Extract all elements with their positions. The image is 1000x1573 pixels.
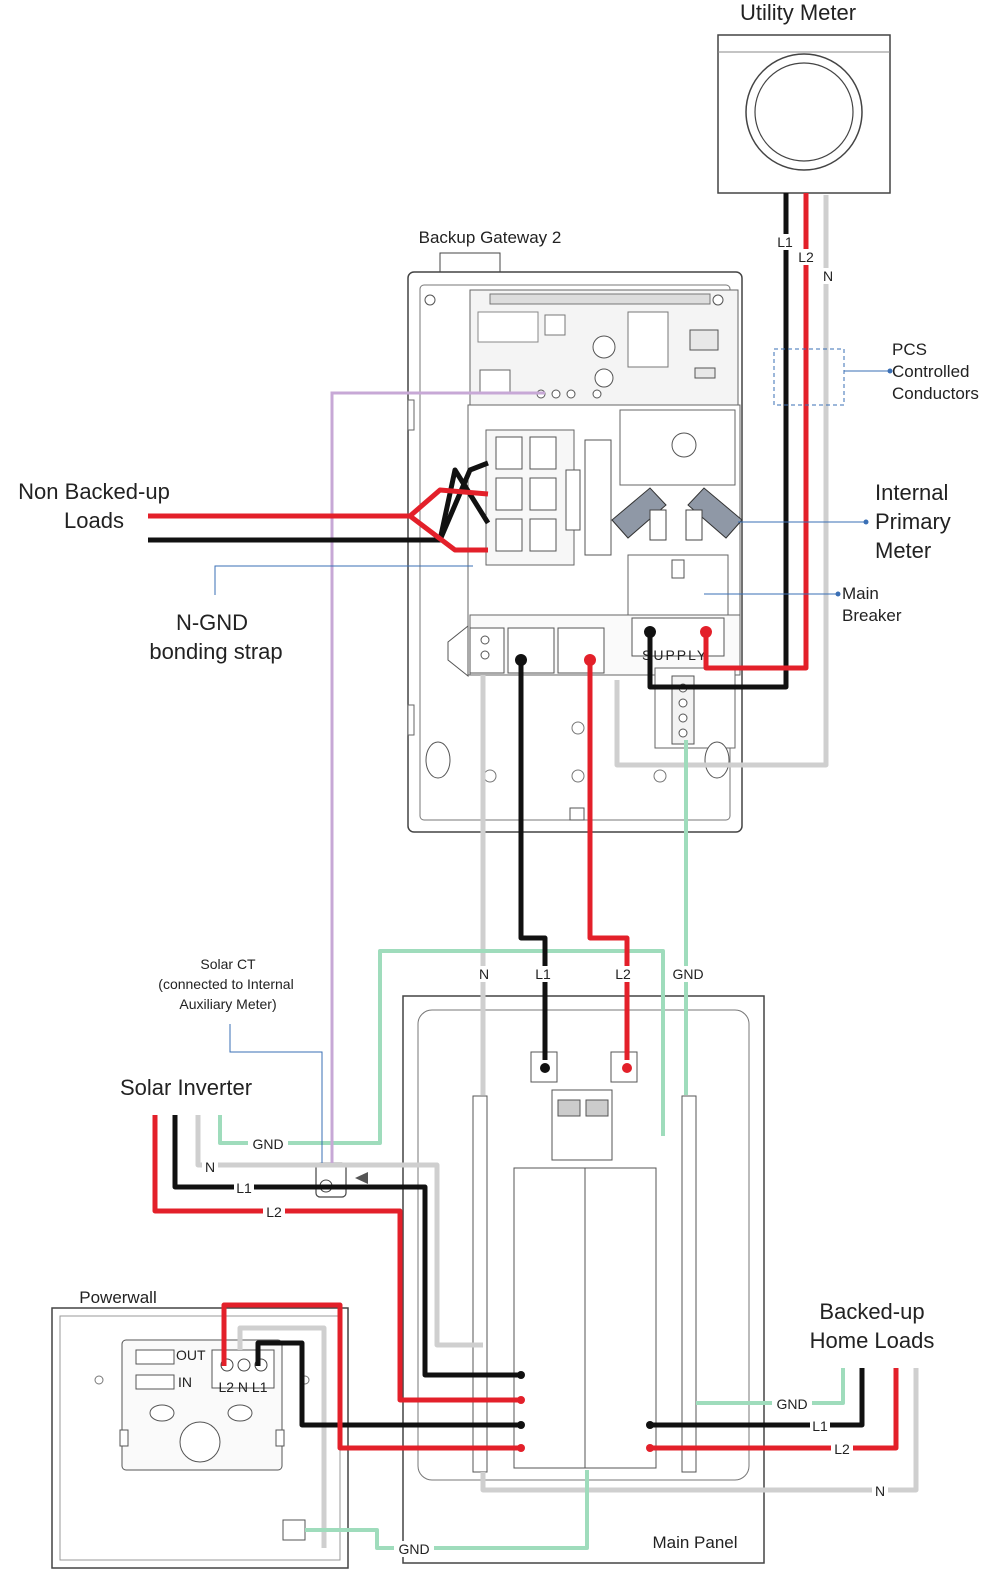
wire-label-gnd-solar: GND (252, 1136, 283, 1152)
main-panel-enclosure (402, 995, 765, 1564)
callout-lines (214, 348, 890, 1163)
main-breaker-label-line1: Main (842, 584, 879, 603)
non-backed-up-loads-label-line1: Non Backed-up (18, 479, 170, 504)
ngnd-bonding-strap-label-line1: N-GND (176, 610, 248, 635)
pcs-label-line1: PCS (892, 340, 927, 359)
wire-label-n-solar: N (205, 1159, 215, 1175)
solar-inverter-label: Solar Inverter (120, 1075, 252, 1100)
main-breaker-label-line2: Breaker (842, 606, 902, 625)
wire-label-gnd-powerwall: GND (398, 1541, 429, 1557)
backup-gateway-enclosure (407, 252, 743, 833)
backed-up-home-loads-label-line2: Home Loads (810, 1328, 935, 1353)
solar-ct-label-line1: Solar CT (200, 956, 256, 972)
supply-label: SUPPLY (642, 647, 708, 663)
wire-label-l2-loads: L2 (834, 1441, 850, 1457)
wire-label-l2-solar: L2 (266, 1204, 282, 1220)
wire-label-l1-meter: L1 (777, 234, 793, 250)
lug-dots (515, 626, 712, 1452)
wire-label-n-panel: N (479, 966, 489, 982)
wire-label-l1-panel: L1 (535, 966, 551, 982)
wire-label-n-meter: N (823, 268, 833, 284)
ground-wires (218, 740, 845, 1550)
pcs-label-line3: Conductors (892, 384, 979, 403)
callout-dots (835, 368, 893, 597)
wire-label-gnd-loads: GND (776, 1396, 807, 1412)
wire-label-l2-panel: L2 (615, 966, 631, 982)
internal-primary-meter-label-line1: Internal (875, 480, 948, 505)
internal-primary-meter-label-line2: Primary (875, 509, 951, 534)
solar-ct-label-line2: (connected to Internal (158, 976, 293, 992)
wire-label-l2-meter: L2 (798, 249, 814, 265)
wire-label-n-loads: N (875, 1483, 885, 1499)
powerwall-terminal-label: L2 N L1 (218, 1379, 267, 1395)
pcs-label-line2: Controlled (892, 362, 970, 381)
backup-gateway-label: Backup Gateway 2 (419, 228, 562, 247)
utility-meter-label: Utility Meter (740, 0, 856, 25)
wire-label-l1-loads: L1 (812, 1418, 828, 1434)
wire-label-gnd-panel: GND (672, 966, 703, 982)
line2-wires (148, 193, 899, 1451)
ngnd-bonding-strap-label-line2: bonding strap (149, 639, 282, 664)
wire-label-l1-solar: L1 (236, 1180, 252, 1196)
solar-ct (315, 1162, 368, 1198)
neutral-wires (195, 195, 919, 1548)
powerwall-in-label: IN (178, 1374, 192, 1390)
backed-up-home-loads-label-line1: Backed-up (819, 1299, 924, 1324)
utility-meter (717, 34, 891, 194)
powerwall-enclosure (51, 1307, 349, 1569)
main-panel-label: Main Panel (652, 1533, 737, 1552)
powerwall-label: Powerwall (79, 1288, 156, 1307)
non-backed-up-loads-label-line2: Loads (64, 508, 124, 533)
solar-ct-label-line3: Auxiliary Meter) (179, 996, 276, 1012)
line1-wires (148, 193, 865, 1428)
powerwall-out-label: OUT (176, 1347, 206, 1363)
ct-signal-wire (330, 391, 545, 1163)
internal-primary-meter-label-line3: Meter (875, 538, 931, 563)
